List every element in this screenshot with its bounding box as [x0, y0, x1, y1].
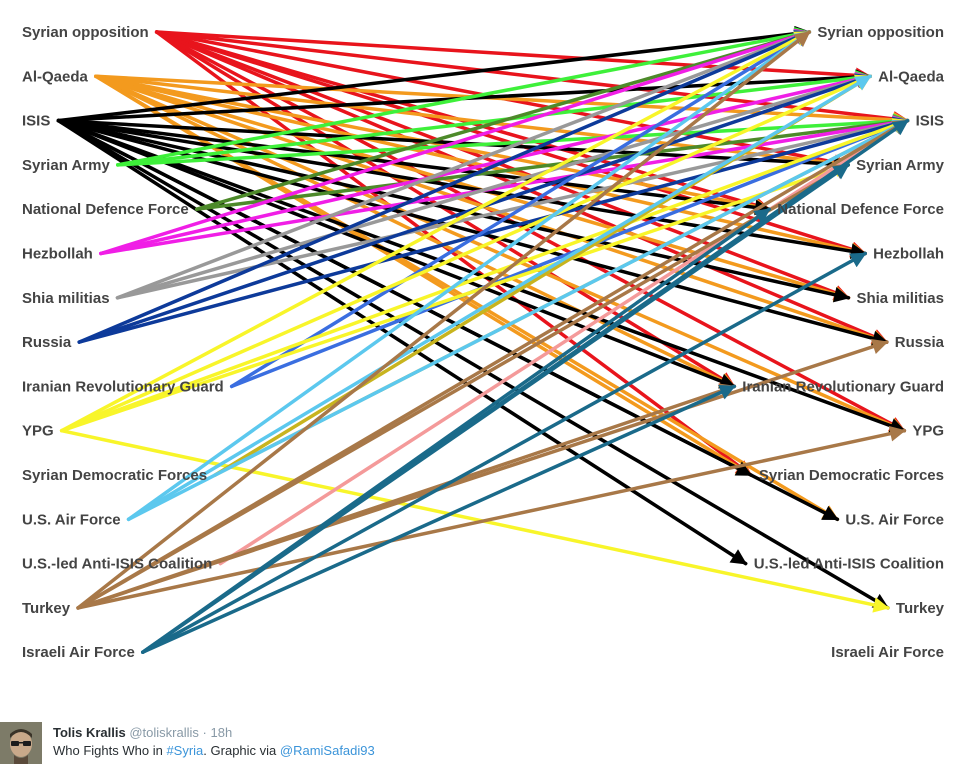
right-label-syrian-army: Syrian Army [856, 157, 944, 174]
arrow-u-s-air-force-to-al-qaeda [126, 74, 872, 522]
arrow-isis-to-syrian-opposition [56, 25, 812, 123]
tweet-text: Who Fights Who in #Syria. Graphic via @R… [53, 742, 375, 760]
right-label-u-s-air-force: U.S. Air Force [845, 511, 944, 528]
left-label-hezbollah: Hezbollah [22, 246, 93, 263]
right-label-u-s-led-anti-isis-coalition: U.S.-led Anti-ISIS Coalition [754, 556, 944, 573]
left-label-turkey: Turkey [22, 600, 71, 617]
arrow-russia-to-isis [77, 116, 910, 344]
user-avatar-icon [0, 722, 42, 764]
arrow-turkey-to-iranian-revolutionary-guard [76, 383, 737, 610]
arrow-isis-to-national-defence-force [56, 118, 772, 216]
left-label-u-s-led-anti-isis-coalition: U.S.-led Anti-ISIS Coalition [22, 556, 212, 573]
arrow-hezbollah-to-isis [99, 115, 910, 256]
arrow-al-qaeda-to-isis [94, 74, 910, 128]
arrow-ypg-to-isis [59, 118, 910, 433]
arrow-isis-to-russia [56, 118, 889, 347]
arrow-national-defence-force-to-syrian-opposition [194, 28, 812, 211]
arrow-iranian-revolutionary-guard-to-syrian-opposition [229, 30, 812, 389]
arrow-turkey-to-syrian-opposition [76, 30, 812, 610]
left-label-russia: Russia [22, 334, 72, 351]
hashtag-link[interactable]: #Syria [166, 743, 204, 758]
arrow-shia-militias-to-syrian-opposition [115, 29, 812, 300]
tweet: Tolis Krallis @toliskrallis · 18h Who Fi… [0, 718, 960, 770]
left-label-ypg: YPG [22, 423, 54, 440]
header-separator: · [202, 725, 207, 740]
tweet-text-part: . Graphic via [203, 743, 280, 758]
arrow-ypg-to-syrian-opposition [59, 30, 812, 433]
arrow-al-qaeda-to-u-s-air-force [94, 74, 840, 522]
arrow-russia-to-syrian-opposition [77, 30, 812, 344]
right-label-al-qaeda: Al-Qaeda [878, 68, 945, 85]
right-label-hezbollah: Hezbollah [873, 246, 944, 263]
arrow-u-s-led-anti-isis-coalition-to-isis [218, 118, 910, 566]
arrow-syrian-army-to-isis [116, 113, 910, 167]
tweet-header: Tolis Krallis @toliskrallis · 18h [53, 724, 375, 742]
arrow-national-defence-force-to-isis [194, 114, 910, 211]
right-label-iranian-revolutionary-guard: Iranian Revolutionary Guard [742, 378, 944, 395]
tweet-time[interactable]: 18h [210, 725, 233, 740]
arrow-al-qaeda-to-russia [94, 74, 889, 346]
tweet-text-part: Who Fights Who in [53, 743, 167, 758]
arrow-hezbollah-to-syrian-opposition [99, 28, 812, 256]
arrow-syrian-opposition-to-syrian-democratic-forces [154, 30, 753, 477]
right-label-ypg: YPG [912, 423, 944, 440]
arrow-u-s-air-force-to-isis [126, 118, 910, 522]
left-label-national-defence-force: National Defence Force [22, 201, 189, 218]
left-label-israeli-air-force: Israeli Air Force [22, 644, 135, 661]
arrow-israeli-air-force-to-hezbollah [141, 251, 867, 654]
arrow-turkey-to-syrian-army [76, 163, 850, 610]
left-label-syrian-democratic-forces: Syrian Democratic Forces [22, 467, 207, 484]
arrow-iranian-revolutionary-guard-to-isis [229, 118, 910, 389]
arrow-israeli-air-force-to-iranian-revolutionary-guard [141, 384, 737, 654]
right-label-turkey: Turkey [896, 600, 945, 617]
left-label-shia-militias: Shia militias [22, 290, 110, 307]
arrow-u-s-air-force-to-syrian-opposition [126, 30, 812, 522]
mention-link[interactable]: @RamiSafadi93 [279, 743, 375, 758]
right-label-israeli-air-force: Israeli Air Force [831, 644, 944, 661]
author-handle[interactable]: @toliskrallis [129, 725, 199, 740]
arrow-isis-to-u-s-air-force [56, 118, 840, 522]
arrows-layer [56, 25, 910, 654]
arrow-turkey-to-ypg [76, 425, 907, 610]
left-label-iranian-revolutionary-guard: Iranian Revolutionary Guard [22, 378, 224, 395]
right-label-isis: ISIS [916, 113, 944, 130]
arrow-hezbollah-to-al-qaeda [99, 71, 872, 256]
left-label-syrian-army: Syrian Army [22, 157, 110, 174]
author-name[interactable]: Tolis Krallis [53, 725, 126, 740]
right-label-shia-militias: Shia militias [856, 290, 944, 307]
arrow-israeli-air-force-to-national-defence-force [141, 207, 772, 654]
arrow-shia-militias-to-al-qaeda [115, 72, 872, 300]
right-label-syrian-democratic-forces: Syrian Democratic Forces [759, 467, 944, 484]
left-label-al-qaeda: Al-Qaeda [22, 68, 89, 85]
arrow-syrian-opposition-to-shia-militias [154, 30, 851, 301]
right-label-syrian-opposition: Syrian opposition [817, 24, 944, 41]
left-label-u-s-air-force: U.S. Air Force [22, 511, 121, 528]
arrow-ypg-to-syrian-army [59, 161, 850, 433]
left-label-syrian-opposition: Syrian opposition [22, 24, 149, 41]
right-label-national-defence-force: National Defence Force [777, 201, 944, 218]
arrow-syrian-army-to-syrian-opposition [116, 26, 812, 167]
left-label-isis: ISIS [22, 113, 50, 130]
arrow-ypg-to-al-qaeda [59, 74, 872, 433]
arrow-isis-to-turkey [56, 118, 890, 610]
avatar[interactable] [0, 722, 42, 764]
right-label-russia: Russia [895, 334, 945, 351]
tweet-body: Tolis Krallis @toliskrallis · 18h Who Fi… [53, 724, 375, 760]
arrow-syrian-army-to-al-qaeda [116, 70, 872, 167]
arrow-ypg-to-turkey [59, 428, 890, 613]
